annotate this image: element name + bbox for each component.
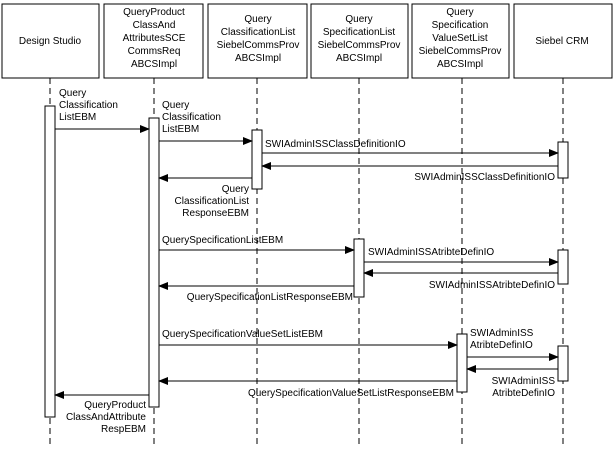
message-label-2: Query bbox=[162, 100, 189, 111]
message-label-13: QuerySpecificationValueSetListResponseEB… bbox=[248, 388, 454, 399]
activation-design-studio bbox=[44, 105, 56, 418]
participant-label: ABCSImpl bbox=[235, 53, 281, 64]
participant-label: Design Studio bbox=[19, 36, 82, 47]
activation-siebel-crm-1 bbox=[557, 141, 569, 179]
message-label-3: SWIAdminISSClassDefinitionIO bbox=[265, 139, 406, 150]
participant-label: ValueSetList bbox=[432, 33, 488, 44]
message-label-1: ListEBM bbox=[59, 112, 96, 123]
message-label-14: RespEBM bbox=[101, 424, 146, 435]
participant-label: CommsReq bbox=[128, 46, 181, 57]
participant-label: SiebelCommsProv bbox=[419, 46, 502, 57]
participant-label: SpecificationList bbox=[323, 27, 395, 38]
message-label-11: SWIAdminISS bbox=[470, 328, 534, 339]
message-label-14: ClassAndAttribute bbox=[66, 412, 146, 423]
message-label-1: Classification bbox=[59, 100, 118, 111]
message-label-8: SWIAdminISSAtribteDefinIO bbox=[429, 280, 555, 291]
participant-box-qsvsl-abcs bbox=[411, 3, 510, 79]
participant-box-design-studio bbox=[1, 3, 100, 79]
message-label-9: QuerySpecificationListResponseEBM bbox=[187, 292, 353, 303]
message-label-6: QuerySpecificationListEBM bbox=[162, 235, 283, 246]
participant-label: AttributesSCE bbox=[123, 33, 186, 44]
activation-siebel-crm-2 bbox=[557, 249, 569, 285]
participant-label: Query bbox=[244, 14, 271, 25]
participant-label: QueryProduct bbox=[123, 7, 185, 18]
message-label-5: Query bbox=[222, 184, 249, 195]
activation-siebel-crm-3 bbox=[557, 345, 569, 382]
participant-label: ABCSImpl bbox=[336, 53, 382, 64]
participant-label: Siebel CRM bbox=[535, 36, 588, 47]
participant-label: SiebelCommsProv bbox=[217, 40, 300, 51]
participant-label: Query bbox=[446, 7, 473, 18]
message-label-14: QueryProduct bbox=[84, 400, 146, 411]
participant-label: SiebelCommsProv bbox=[318, 40, 401, 51]
activation-qsvsl-abcs bbox=[456, 333, 468, 393]
participant-label: Specification bbox=[432, 20, 489, 31]
message-label-5: ResponseEBM bbox=[182, 208, 249, 219]
activation-qcl-abcs bbox=[251, 129, 263, 190]
participant-label: ABCSImpl bbox=[131, 59, 177, 70]
participant-label: ABCSImpl bbox=[437, 59, 483, 70]
message-label-11: AtribteDefinIO bbox=[470, 340, 533, 351]
message-label-7: SWIAdminISSAtribteDefinIO bbox=[368, 247, 494, 258]
message-label-1: Query bbox=[59, 88, 86, 99]
message-label-12: AtribteDefinIO bbox=[492, 388, 555, 399]
participant-box-qcl-abcs bbox=[207, 3, 308, 79]
participant-box-siebel-crm bbox=[513, 3, 613, 79]
message-label-4: SWIAdminISSClassDefinitionIO bbox=[414, 172, 555, 183]
participant-box-qpca-abcs bbox=[103, 3, 204, 79]
message-label-5: ClassificationList bbox=[175, 196, 250, 207]
message-label-2: ListEBM bbox=[162, 124, 199, 135]
participant-label: ClassificationList bbox=[221, 27, 296, 38]
participant-label: Query bbox=[345, 14, 372, 25]
message-label-10: QuerySpecificationValueSetListEBM bbox=[162, 329, 323, 340]
activation-qpca-abcs bbox=[148, 117, 160, 408]
participant-box-qsl-abcs bbox=[310, 3, 409, 79]
activation-qsl-abcs bbox=[353, 238, 365, 298]
message-label-12: SWIAdminISS bbox=[492, 376, 556, 387]
message-label-2: Classification bbox=[162, 112, 221, 123]
participant-label: ClassAnd bbox=[133, 20, 176, 31]
